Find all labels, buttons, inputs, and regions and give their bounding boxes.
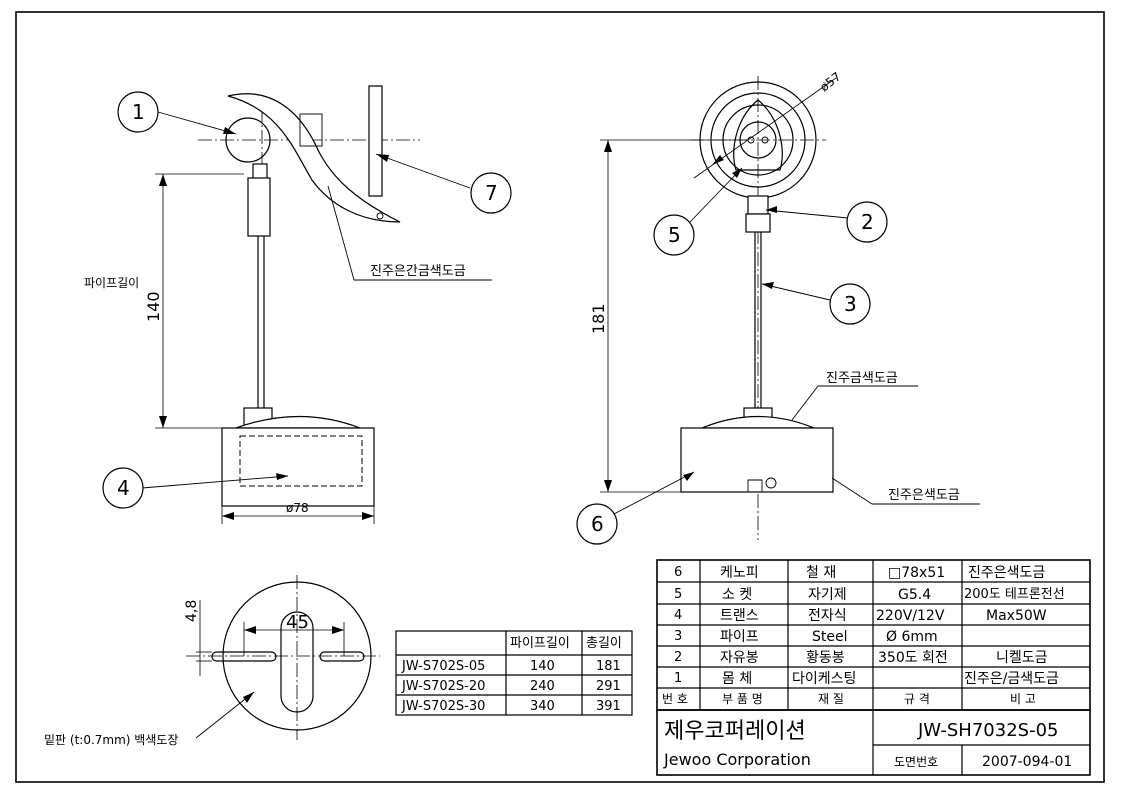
svg-text:자기제: 자기제 <box>808 587 847 603</box>
svg-text:비 고: 비 고 <box>1010 692 1036 706</box>
svg-text:파이프: 파이프 <box>720 629 759 645</box>
company-name-en: Jewoo Corporation <box>663 750 811 769</box>
svg-text:소 켓: 소 켓 <box>722 587 752 603</box>
front-view: ø57 181 진주금색도금 진주은색도금 <box>589 69 980 540</box>
note-base-finish: 진주은색도금 <box>888 488 960 503</box>
note-joint-finish: 진주금색도금 <box>826 371 898 386</box>
svg-text:350도 회전: 350도 회전 <box>878 650 948 666</box>
svg-text:7: 7 <box>485 181 498 205</box>
title-block: 제우코퍼레이션 Jewoo Corporation JW-SH7032S-05 … <box>656 709 1091 776</box>
svg-text:Ø 6mm: Ø 6mm <box>886 629 938 645</box>
svg-text:2: 2 <box>674 650 682 665</box>
svg-text:Steel: Steel <box>812 629 848 645</box>
svg-text:규 격: 규 격 <box>904 692 930 706</box>
drawing-number: 2007-094-01 <box>982 754 1072 770</box>
svg-text:JW-S702S-05: JW-S702S-05 <box>401 659 485 674</box>
balloon-4: 4 <box>102 467 144 509</box>
svg-text:5: 5 <box>674 587 682 602</box>
drawing-no-label: 도면번호 <box>894 755 938 769</box>
svg-text:3: 3 <box>674 629 682 644</box>
svg-text:4: 4 <box>674 608 682 623</box>
svg-text:200도 테프론전선: 200도 테프론전선 <box>964 587 1065 602</box>
svg-text:6: 6 <box>674 565 682 580</box>
dim-slot-spacing: 45 <box>286 612 309 633</box>
shade-blade <box>227 93 401 223</box>
canopy-base-front <box>680 427 834 493</box>
svg-text:1: 1 <box>132 100 145 124</box>
balloon-3: 3 <box>829 283 871 325</box>
company-name-kr: 제우코퍼레이션 <box>664 719 806 744</box>
svg-text:몸 체: 몸 체 <box>722 671 752 687</box>
svg-text:번 호: 번 호 <box>662 692 688 706</box>
svg-text:6: 6 <box>591 512 604 536</box>
svg-text:재 질: 재 질 <box>818 692 844 706</box>
note-bottom-plate: 밑판 (t:0.7mm) 백색도장 <box>44 733 178 747</box>
svg-text:부 품 명: 부 품 명 <box>722 692 763 706</box>
length-table <box>395 630 633 716</box>
svg-text:트랜스: 트랜스 <box>720 608 759 624</box>
balloon-7: 7 <box>470 172 512 214</box>
dim-pipe-length-label: 파이프길이 <box>84 276 139 290</box>
svg-text:291: 291 <box>596 679 621 694</box>
svg-text:철 재: 철 재 <box>806 565 836 581</box>
balloon-2: 2 <box>846 201 888 243</box>
svg-text:220V/12V: 220V/12V <box>876 608 945 624</box>
balloon-5: 5 <box>653 214 695 256</box>
svg-text:2: 2 <box>861 210 874 234</box>
svg-text:4: 4 <box>117 476 130 500</box>
svg-text:니켈도금: 니켈도금 <box>996 650 1048 666</box>
length-table-text: 파이프길이 총길이 JW-S702S-05 140 181 JW-S702S-2… <box>401 636 622 714</box>
svg-text:진주은/금색도금: 진주은/금색도금 <box>964 671 1059 687</box>
svg-text:황동봉: 황동봉 <box>806 650 845 666</box>
svg-text:3: 3 <box>844 292 857 316</box>
svg-text:340: 340 <box>530 699 555 714</box>
svg-text:G5.4: G5.4 <box>898 587 931 603</box>
length-header-pipe: 파이프길이 <box>510 636 570 651</box>
svg-text:JW-S702S-20: JW-S702S-20 <box>401 679 485 694</box>
parts-table-text: 6 케노피 철 재 □78x51 진주은색도금 5 소 켓 자기제 G5.4 2… <box>662 565 1065 706</box>
svg-text:140: 140 <box>530 659 555 674</box>
svg-text:자유봉: 자유봉 <box>720 650 759 666</box>
reflector-plate <box>368 85 383 197</box>
sheet-border <box>15 11 1105 783</box>
bottom-plate-view: 45 4,8 밑판 (t:0.7mm) 백색도장 <box>44 575 380 747</box>
dim-head-diameter: ø57 <box>817 69 843 94</box>
parts-table <box>656 559 1091 711</box>
svg-text:Max50W: Max50W <box>986 608 1047 624</box>
svg-text:다이케스팅: 다이케스팅 <box>792 671 856 687</box>
dim-slot-height: 4,8 <box>184 600 200 622</box>
svg-text:케노피: 케노피 <box>720 565 759 581</box>
svg-text:□78x51: □78x51 <box>888 565 945 581</box>
svg-text:181: 181 <box>596 659 621 674</box>
balloon-1: 1 <box>117 91 159 133</box>
svg-text:1: 1 <box>674 671 682 686</box>
dim-pipe-length-value: 140 <box>144 291 163 322</box>
dim-base-diameter: ø78 <box>286 501 309 515</box>
model-number: JW-SH7032S-05 <box>917 720 1058 741</box>
svg-text:5: 5 <box>668 223 681 247</box>
dim-total-height: 181 <box>589 303 608 334</box>
side-view: 140 파이프길이 ø78 진주은간금색도금 <box>84 85 492 524</box>
canopy-base-side <box>221 427 375 507</box>
balloon-6: 6 <box>576 503 618 545</box>
svg-text:진주은색도금: 진주은색도금 <box>968 565 1045 581</box>
length-header-total: 총길이 <box>586 636 622 651</box>
svg-text:JW-S702S-30: JW-S702S-30 <box>401 699 485 714</box>
note-shade-finish: 진주은간금색도금 <box>370 264 466 279</box>
svg-text:전자식: 전자식 <box>808 608 847 624</box>
svg-text:240: 240 <box>530 679 555 694</box>
svg-text:391: 391 <box>596 699 621 714</box>
